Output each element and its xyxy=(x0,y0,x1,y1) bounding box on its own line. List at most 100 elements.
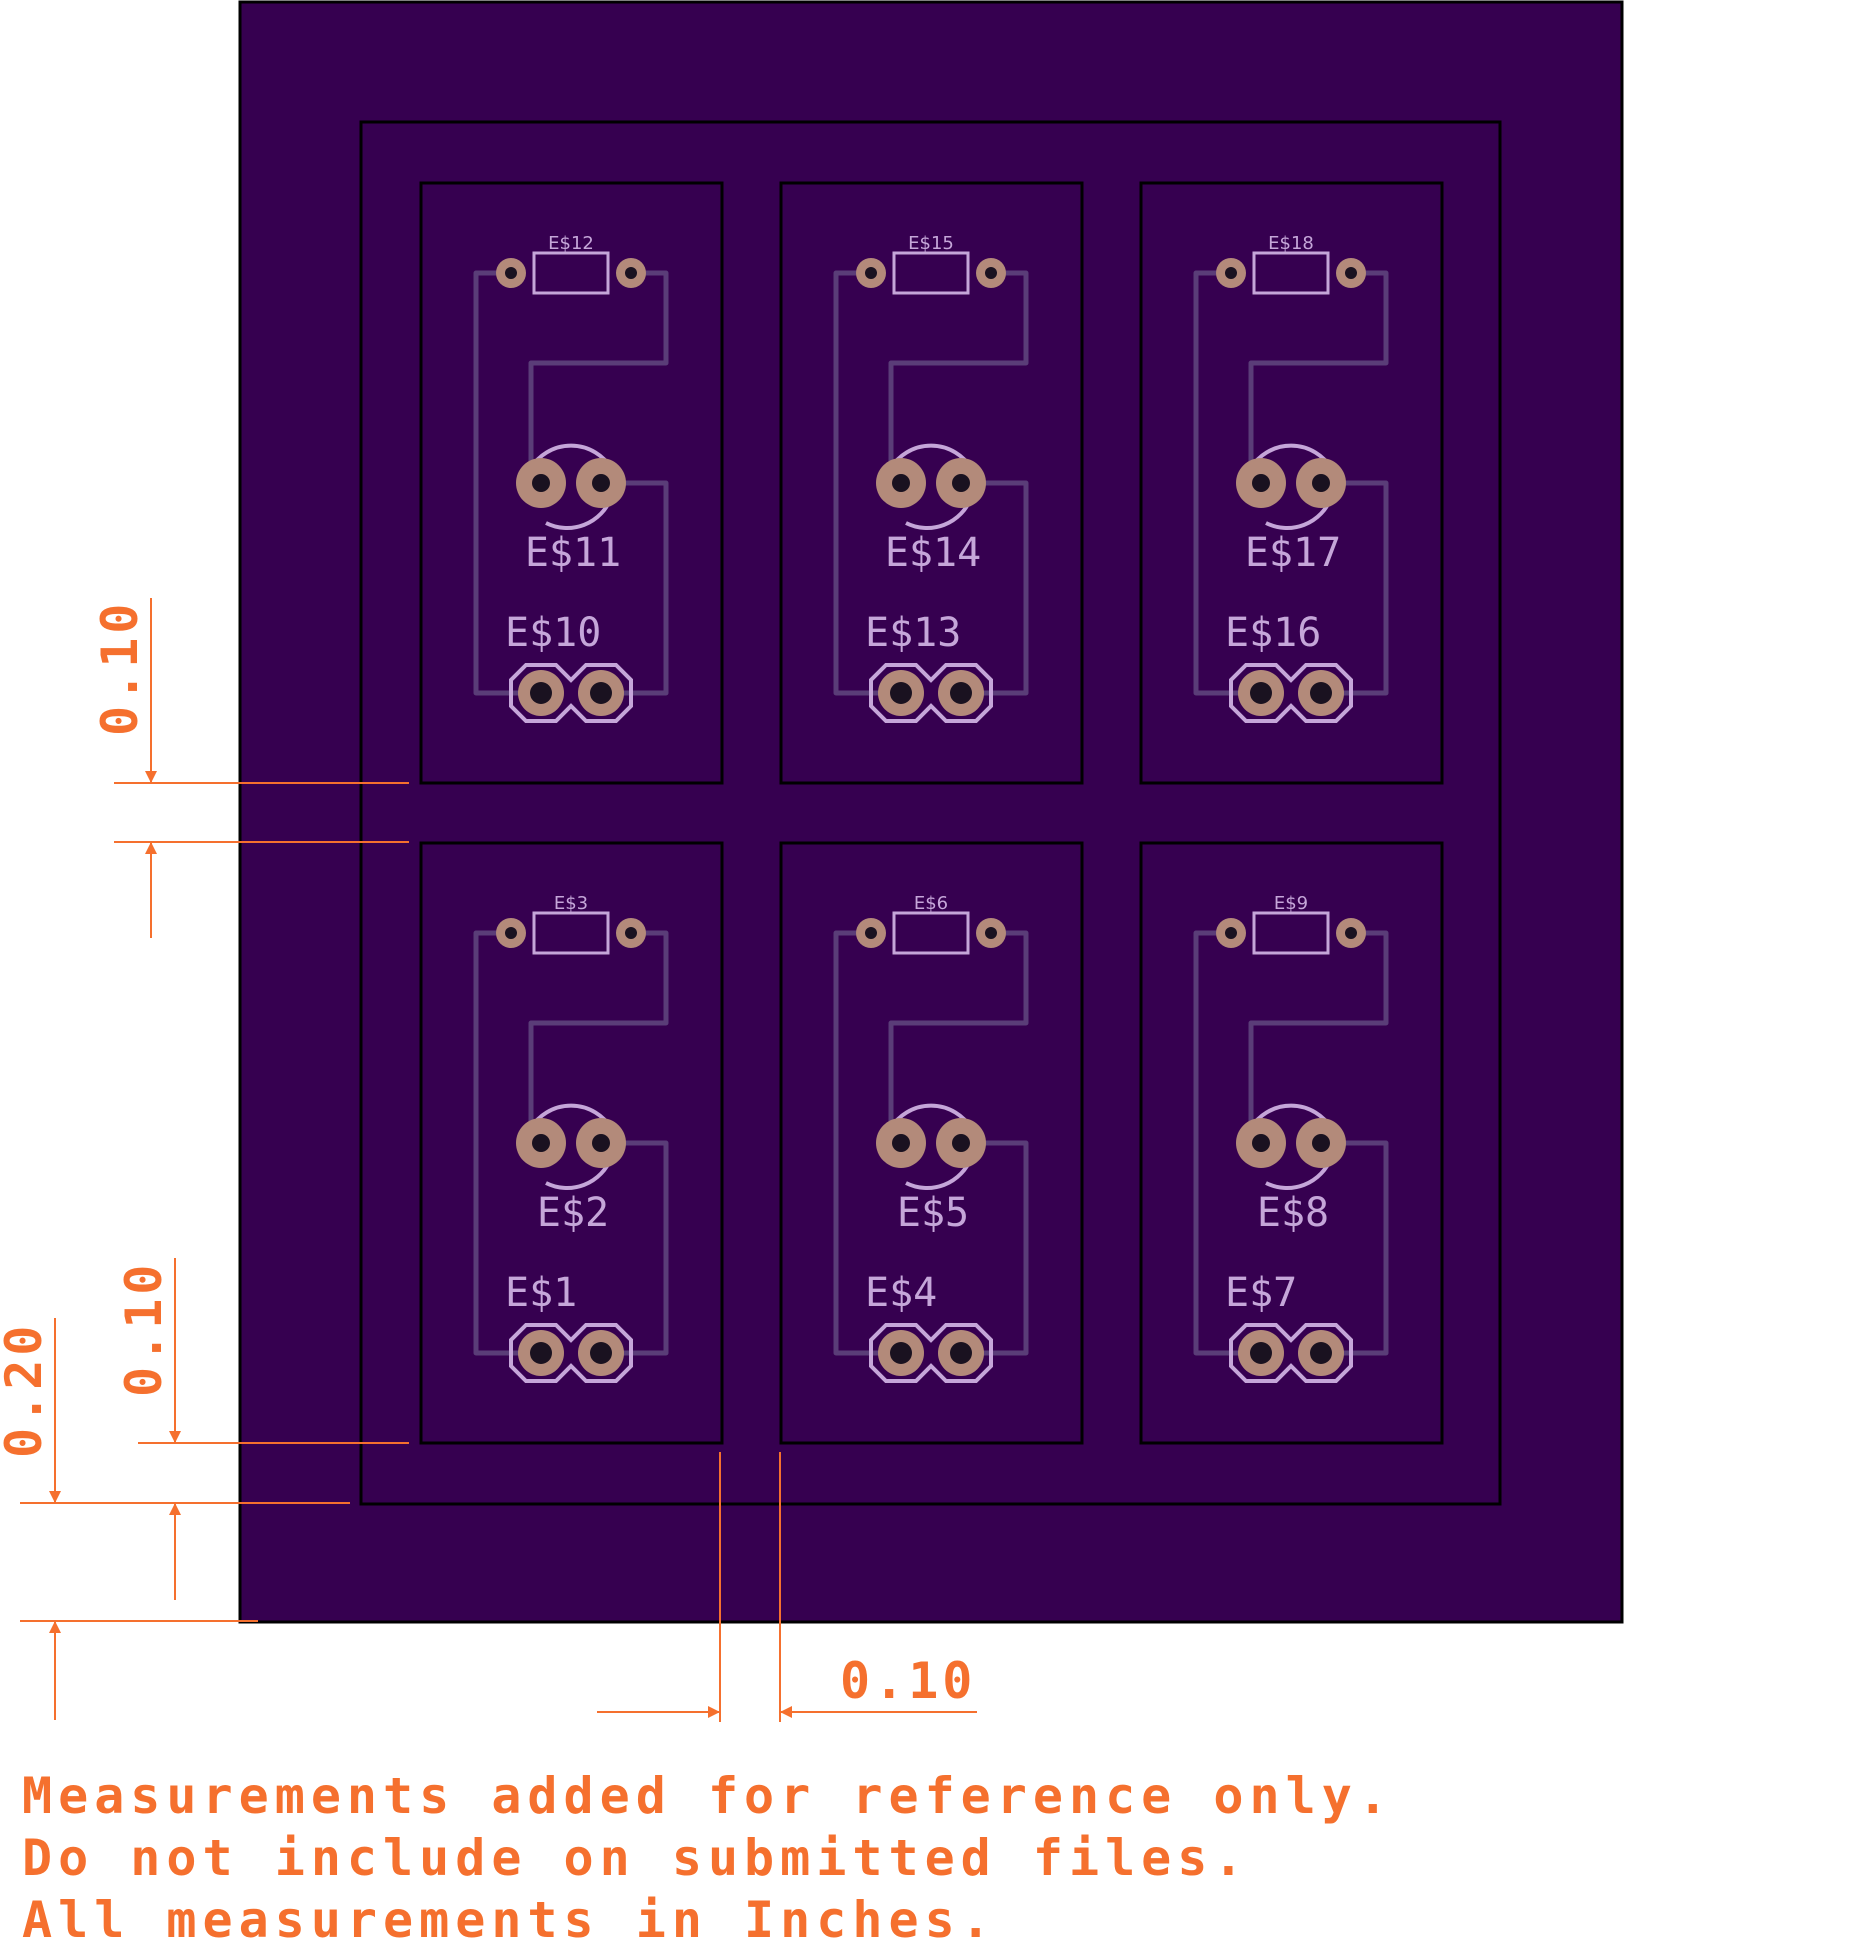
note-do-not-include: Do not include on submitted files. xyxy=(22,1829,1250,1887)
drill-hole xyxy=(1252,474,1270,492)
trace-led-to-header xyxy=(1331,1140,1389,1356)
drill-hole xyxy=(890,682,912,704)
trace-led-to-header xyxy=(611,1140,669,1356)
trace-left xyxy=(473,930,531,1356)
drill-hole xyxy=(1310,1342,1332,1364)
resistor-silkscreen xyxy=(532,251,610,295)
header-silkscreen xyxy=(1229,663,1353,723)
drill-hole xyxy=(592,474,610,492)
drill-hole xyxy=(1250,682,1272,704)
note-reference-only: Measurements added for reference only. xyxy=(22,1767,1394,1825)
pcb-panel: E$6E$5E$4 xyxy=(779,841,1084,1445)
panel-outline xyxy=(419,181,724,785)
drill-hole xyxy=(950,1342,972,1364)
header-label: E$13 xyxy=(865,610,961,656)
resistor-label: E$3 xyxy=(554,893,588,914)
header-silkscreen xyxy=(509,663,633,723)
trace-left xyxy=(1193,930,1251,1356)
led-label: E$11 xyxy=(525,530,621,576)
led-label: E$2 xyxy=(537,1190,609,1236)
panel-outline xyxy=(779,181,1084,785)
drill-hole xyxy=(892,1134,910,1152)
led-label: E$14 xyxy=(885,530,981,576)
resistor-silkscreen xyxy=(1252,911,1330,955)
dimension-label-frame-to-edge: 0.20 xyxy=(0,1322,53,1458)
panel-outline xyxy=(419,841,724,1445)
trace-right xyxy=(888,270,1029,483)
drill-hole xyxy=(952,474,970,492)
drill-hole xyxy=(590,1342,612,1364)
pcb-panel: E$12E$11E$10 xyxy=(419,181,724,785)
trace-right xyxy=(528,930,669,1143)
header-silkscreen xyxy=(869,663,993,723)
panel-outline xyxy=(1139,181,1444,785)
drill-hole xyxy=(985,927,997,939)
header-label: E$7 xyxy=(1225,1270,1297,1316)
drill-hole xyxy=(890,1342,912,1364)
drill-hole xyxy=(1312,474,1330,492)
led-label: E$8 xyxy=(1257,1190,1329,1236)
trace-right xyxy=(1248,930,1389,1143)
drill-hole xyxy=(1252,1134,1270,1152)
drill-hole xyxy=(532,474,550,492)
resistor-silkscreen xyxy=(892,911,970,955)
drill-hole xyxy=(1345,267,1357,279)
drill-hole xyxy=(950,682,972,704)
header-label: E$10 xyxy=(505,610,601,656)
resistor-label: E$6 xyxy=(914,893,948,914)
drill-hole xyxy=(1310,682,1332,704)
drill-hole xyxy=(865,927,877,939)
drill-hole xyxy=(1225,267,1237,279)
dimension-label-column-gap: 0.10 xyxy=(840,1652,976,1710)
drill-hole xyxy=(1250,1342,1272,1364)
resistor-label: E$9 xyxy=(1274,893,1308,914)
dimension-panel-to-frame: 0.10 xyxy=(20,1258,409,1600)
trace-led-to-header xyxy=(1331,480,1389,696)
drill-hole xyxy=(530,682,552,704)
header-label: E$1 xyxy=(505,1270,577,1316)
drill-hole xyxy=(625,927,637,939)
dimension-label-row-gap: 0.10 xyxy=(91,600,149,736)
panel-outline xyxy=(779,841,1084,1445)
dimension-frame-to-edge: 0.20 xyxy=(0,1318,258,1720)
dimension-label-panel-to-frame: 0.10 xyxy=(115,1261,173,1397)
dimension-row-gap: 0.10 xyxy=(91,598,409,938)
panel-grid: E$12E$11E$10E$15E$14E$13E$18E$17E$16E$3E… xyxy=(419,181,1444,1445)
resistor-silkscreen xyxy=(532,911,610,955)
header-silkscreen xyxy=(509,1323,633,1383)
resistor-label: E$12 xyxy=(548,233,594,254)
pcb-panel: E$3E$2E$1 xyxy=(419,841,724,1445)
drill-hole xyxy=(952,1134,970,1152)
pcb-panel: E$18E$17E$16 xyxy=(1139,181,1444,785)
drill-hole xyxy=(505,267,517,279)
trace-left xyxy=(833,270,891,696)
panel-frame-outline xyxy=(359,120,1502,1506)
trace-right xyxy=(1248,270,1389,483)
drill-hole xyxy=(532,1134,550,1152)
drill-hole xyxy=(1312,1134,1330,1152)
resistor-label: E$15 xyxy=(908,233,954,254)
led-label: E$5 xyxy=(897,1190,969,1236)
header-silkscreen xyxy=(869,1323,993,1383)
resistor-label: E$18 xyxy=(1268,233,1314,254)
resistor-silkscreen xyxy=(892,251,970,295)
drill-hole xyxy=(865,267,877,279)
trace-left xyxy=(473,270,531,696)
drill-hole xyxy=(1225,927,1237,939)
trace-led-to-header xyxy=(971,480,1029,696)
note-units-inches: All measurements in Inches. xyxy=(22,1891,997,1949)
trace-right xyxy=(528,270,669,483)
trace-left xyxy=(833,930,891,1356)
drill-hole xyxy=(530,1342,552,1364)
trace-right xyxy=(888,930,1029,1143)
trace-left xyxy=(1193,270,1251,696)
drill-hole xyxy=(985,267,997,279)
trace-led-to-header xyxy=(611,480,669,696)
header-label: E$16 xyxy=(1225,610,1321,656)
drill-hole xyxy=(505,927,517,939)
drill-hole xyxy=(1345,927,1357,939)
pcb-panel: E$15E$14E$13 xyxy=(779,181,1084,785)
drill-hole xyxy=(590,682,612,704)
panel-outline xyxy=(1139,841,1444,1445)
